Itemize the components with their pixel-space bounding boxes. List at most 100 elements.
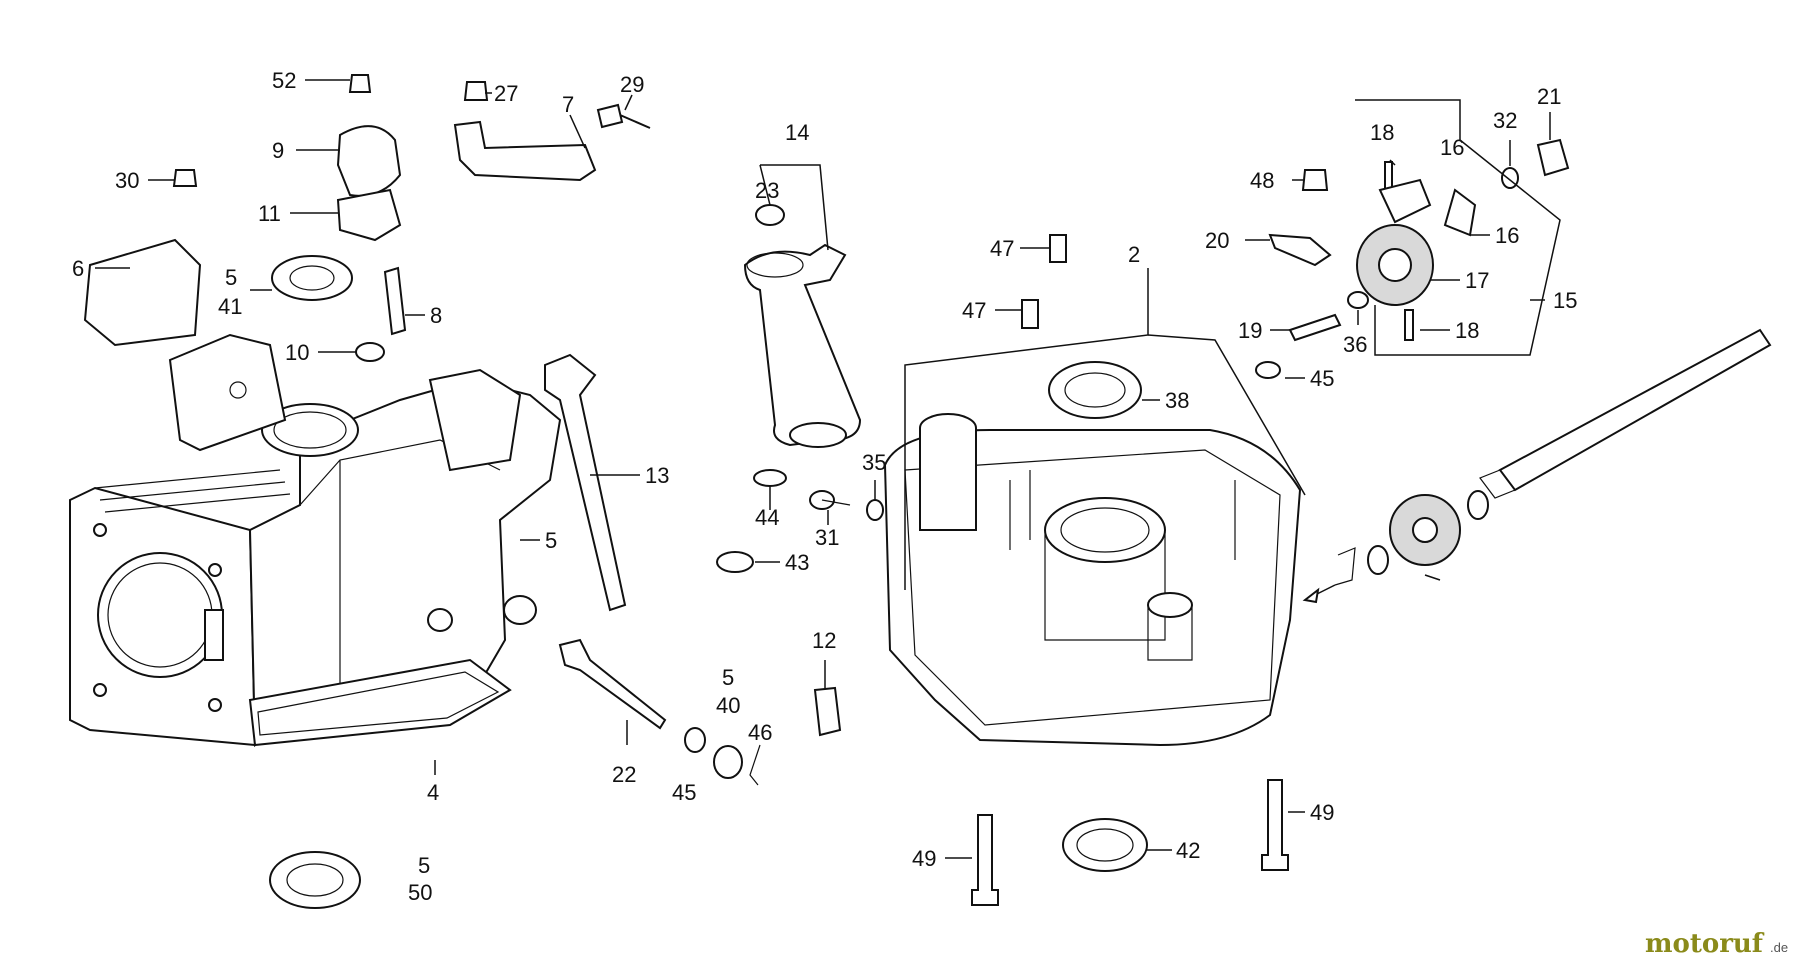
bearing-50 xyxy=(269,851,361,909)
label-48: 48 xyxy=(1250,168,1274,193)
leader-lines xyxy=(95,79,1551,859)
label-29: 29 xyxy=(620,72,644,97)
spring-8 xyxy=(383,266,407,336)
label-16a: 16 xyxy=(1440,135,1464,160)
label-23: 23 xyxy=(755,178,779,203)
pin-19 xyxy=(1288,313,1342,342)
label-47b: 47 xyxy=(962,298,986,323)
crankcase-block xyxy=(69,333,562,748)
label-11: 11 xyxy=(258,201,281,226)
watermark-tld: .de xyxy=(1770,940,1788,955)
label-20: 20 xyxy=(1205,228,1229,253)
label-15: 15 xyxy=(1553,288,1577,313)
plate-9 xyxy=(336,125,402,197)
o-ring-23 xyxy=(755,204,785,226)
label-45b: 45 xyxy=(1310,366,1334,391)
label-21: 21 xyxy=(1537,84,1561,109)
label-16b: 16 xyxy=(1495,223,1519,248)
label-5c: 5 xyxy=(722,665,734,690)
label-41: 41 xyxy=(218,294,242,319)
o-ring-44 xyxy=(753,469,787,487)
label-46: 46 xyxy=(748,720,772,745)
label-22: 22 xyxy=(612,762,636,787)
label-4: 4 xyxy=(427,780,439,805)
oil-filler-tube xyxy=(743,243,862,448)
label-19: 19 xyxy=(1238,318,1262,343)
oil-seal-41 xyxy=(271,255,353,301)
dowel-47b xyxy=(1021,299,1039,329)
label-49b: 49 xyxy=(1310,800,1334,825)
gasket-11 xyxy=(336,188,402,242)
washer-35 xyxy=(866,499,884,521)
label-36: 36 xyxy=(1343,332,1367,357)
label-31: 31 xyxy=(815,525,839,550)
label-40: 40 xyxy=(716,693,740,718)
crank-washer-a xyxy=(1467,490,1489,520)
washer-45a xyxy=(684,727,706,753)
pin-46 xyxy=(749,744,761,786)
bolt-30 xyxy=(172,169,198,187)
key-clip xyxy=(1334,547,1356,586)
guard-6 xyxy=(83,238,202,347)
label-9: 9 xyxy=(272,138,284,163)
label-45a: 45 xyxy=(672,780,696,805)
sleeve-21 xyxy=(1536,138,1570,177)
label-32: 32 xyxy=(1493,108,1517,133)
crankshaft xyxy=(1498,328,1772,492)
watermark-brand: motoruf xyxy=(1645,929,1765,959)
arm-20 xyxy=(1268,233,1332,267)
bolt-49b xyxy=(1261,779,1289,871)
label-10: 10 xyxy=(285,340,309,365)
label-12: 12 xyxy=(812,628,836,653)
label-27: 27 xyxy=(494,81,518,106)
label-5b: 5 xyxy=(545,528,557,553)
bolt-27 xyxy=(463,81,489,101)
label-42: 42 xyxy=(1176,838,1200,863)
label-2: 2 xyxy=(1128,242,1140,267)
bolt-29 xyxy=(596,103,651,129)
label-17: 17 xyxy=(1465,268,1489,293)
bearing-38 xyxy=(1048,361,1142,419)
label-47a: 47 xyxy=(990,236,1014,261)
group-bracket-15 xyxy=(1355,99,1561,356)
label-30: 30 xyxy=(115,168,139,193)
label-8: 8 xyxy=(430,303,442,328)
label-52: 52 xyxy=(272,68,296,93)
breather-rod-22 xyxy=(558,638,667,730)
bearing-42 xyxy=(1062,818,1148,872)
bolt-52 xyxy=(348,74,372,93)
watermark: motoruf .de xyxy=(1645,929,1788,959)
clip-36 xyxy=(1347,291,1369,309)
label-14: 14 xyxy=(785,120,809,145)
crank-washer-b xyxy=(1367,545,1389,575)
clip-12 xyxy=(813,686,842,737)
label-6: 6 xyxy=(72,256,84,281)
plug-10 xyxy=(355,342,385,362)
label-13: 13 xyxy=(645,463,669,488)
label-35: 35 xyxy=(862,450,886,475)
side-cover xyxy=(883,413,1302,747)
label-43: 43 xyxy=(785,550,809,575)
bolt-49a xyxy=(971,814,999,906)
pin-18b xyxy=(1404,309,1414,341)
label-5d: 5 xyxy=(418,853,430,878)
label-38: 38 xyxy=(1165,388,1189,413)
label-5a: 5 xyxy=(225,265,237,290)
callout-labels: 52 27 29 7 9 30 11 6 5 41 8 10 14 23 13 … xyxy=(72,68,1577,905)
o-ring-43 xyxy=(716,551,754,573)
label-49a: 49 xyxy=(912,846,936,871)
label-18b: 18 xyxy=(1455,318,1479,343)
label-50: 50 xyxy=(408,880,432,905)
weight-16b xyxy=(1443,188,1477,237)
dipstick xyxy=(544,353,627,612)
bracket-7 xyxy=(453,120,597,182)
dowel-47a xyxy=(1049,234,1067,263)
label-18a: 18 xyxy=(1370,120,1394,145)
label-7: 7 xyxy=(562,92,574,117)
bolt-48 xyxy=(1301,169,1329,191)
weight-16a xyxy=(1378,178,1432,224)
washer-45b xyxy=(1255,361,1281,379)
seal-40 xyxy=(713,745,743,779)
label-44: 44 xyxy=(755,505,779,530)
